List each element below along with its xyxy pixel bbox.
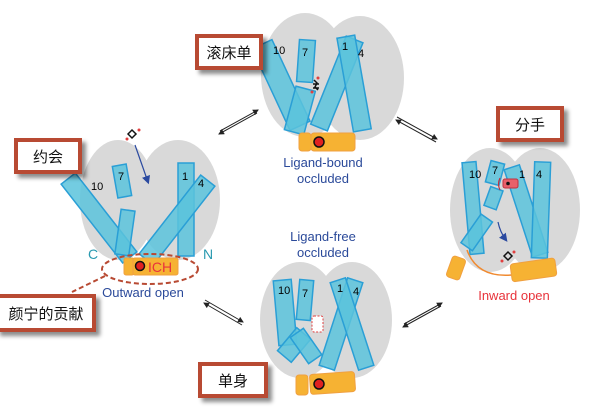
gate-piece	[502, 178, 519, 189]
label-bottom: 单身	[198, 362, 268, 398]
helix-label-1: 1	[519, 169, 525, 181]
ligand-molecule-icon	[310, 76, 320, 94]
caption-line: occluded	[296, 245, 350, 260]
helix-label-4: 4	[353, 286, 359, 298]
helix-label-4: 4	[198, 178, 204, 190]
ligand-site-dot	[313, 378, 325, 390]
ligand-entry-arrow	[134, 144, 150, 185]
n-terminus-label: N	[203, 246, 213, 262]
helix-7b	[283, 85, 317, 136]
helix-label-7: 7	[118, 171, 124, 183]
helix-label-1: 1	[337, 283, 343, 295]
helix-label-10: 10	[469, 169, 481, 181]
label-top: 滚床单	[195, 34, 263, 70]
helix-10b	[459, 213, 494, 252]
domain-piece	[446, 255, 466, 281]
helix-7b	[289, 327, 323, 365]
helix-label-1: 1	[342, 41, 348, 53]
state-caption-ligand-free: Ligand-free occluded	[268, 229, 378, 261]
ligand-release-arrow	[497, 221, 508, 242]
empty-binding-site	[311, 315, 324, 333]
helix-label-4: 4	[536, 169, 542, 181]
caption-line: occluded	[296, 171, 350, 186]
helix-label-1: 1	[182, 171, 188, 183]
helix-label-10: 10	[278, 285, 290, 297]
helix-7b	[482, 185, 504, 211]
ich-label: ICH	[148, 259, 172, 275]
state-caption: Outward open	[102, 285, 184, 300]
helix-7	[295, 278, 315, 322]
gate-dot	[506, 181, 510, 186]
intracellular-domain	[509, 257, 558, 283]
helix-label-10: 10	[91, 181, 103, 193]
helix-7	[111, 163, 133, 199]
equilibrium-arrow-top-left	[218, 109, 259, 135]
helix-label-7: 7	[302, 47, 308, 59]
label-right: 分手	[496, 106, 564, 142]
c-terminus-label: C	[88, 246, 98, 262]
caption-line: Ligand-free	[290, 229, 356, 244]
equilibrium-arrow-top-right	[395, 116, 438, 143]
state-ligand-free-occluded: 10 7 1 4	[260, 262, 392, 396]
label-left: 约会	[14, 138, 82, 174]
label-ich-note: 颜宁的贡献	[0, 294, 96, 332]
domain-piece	[298, 132, 312, 152]
helix-4	[530, 160, 552, 260]
helix-7b	[114, 208, 136, 257]
linker-loop	[466, 249, 513, 277]
helix-label-7: 7	[302, 288, 308, 300]
helix-label-10: 10	[273, 45, 285, 57]
domain-piece	[295, 374, 309, 396]
helix-7	[295, 38, 317, 84]
helix-4	[336, 34, 373, 133]
ligand-molecule-icon	[500, 250, 516, 263]
ich-callout-line	[71, 275, 106, 293]
ich-highlight-ellipse	[101, 253, 199, 285]
caption-line: Ligand-bound	[283, 155, 363, 170]
ligand-site-dot	[134, 260, 146, 272]
state-caption-ligand-bound: Ligand-bound occluded	[268, 155, 378, 187]
ligand-molecule-icon	[125, 128, 141, 141]
ligand-site-dot	[313, 136, 325, 148]
equilibrium-arrow-bottom-left	[203, 299, 244, 326]
equilibrium-arrow-bottom-right	[402, 302, 443, 328]
state-ligand-bound-occluded: 10 7 1 4	[251, 13, 404, 152]
state-outward-open: 10 7 1 4 ICH C N Outward open	[60, 128, 220, 300]
helix-label-4: 4	[358, 48, 364, 60]
state-inward-open: 10 7 1 4 Inward open	[446, 148, 580, 303]
state-caption: Inward open	[478, 288, 550, 303]
gate-bracket	[497, 177, 501, 191]
helix-label-7: 7	[492, 165, 498, 177]
helix-4	[329, 276, 375, 372]
intracellular-domain	[132, 257, 179, 276]
